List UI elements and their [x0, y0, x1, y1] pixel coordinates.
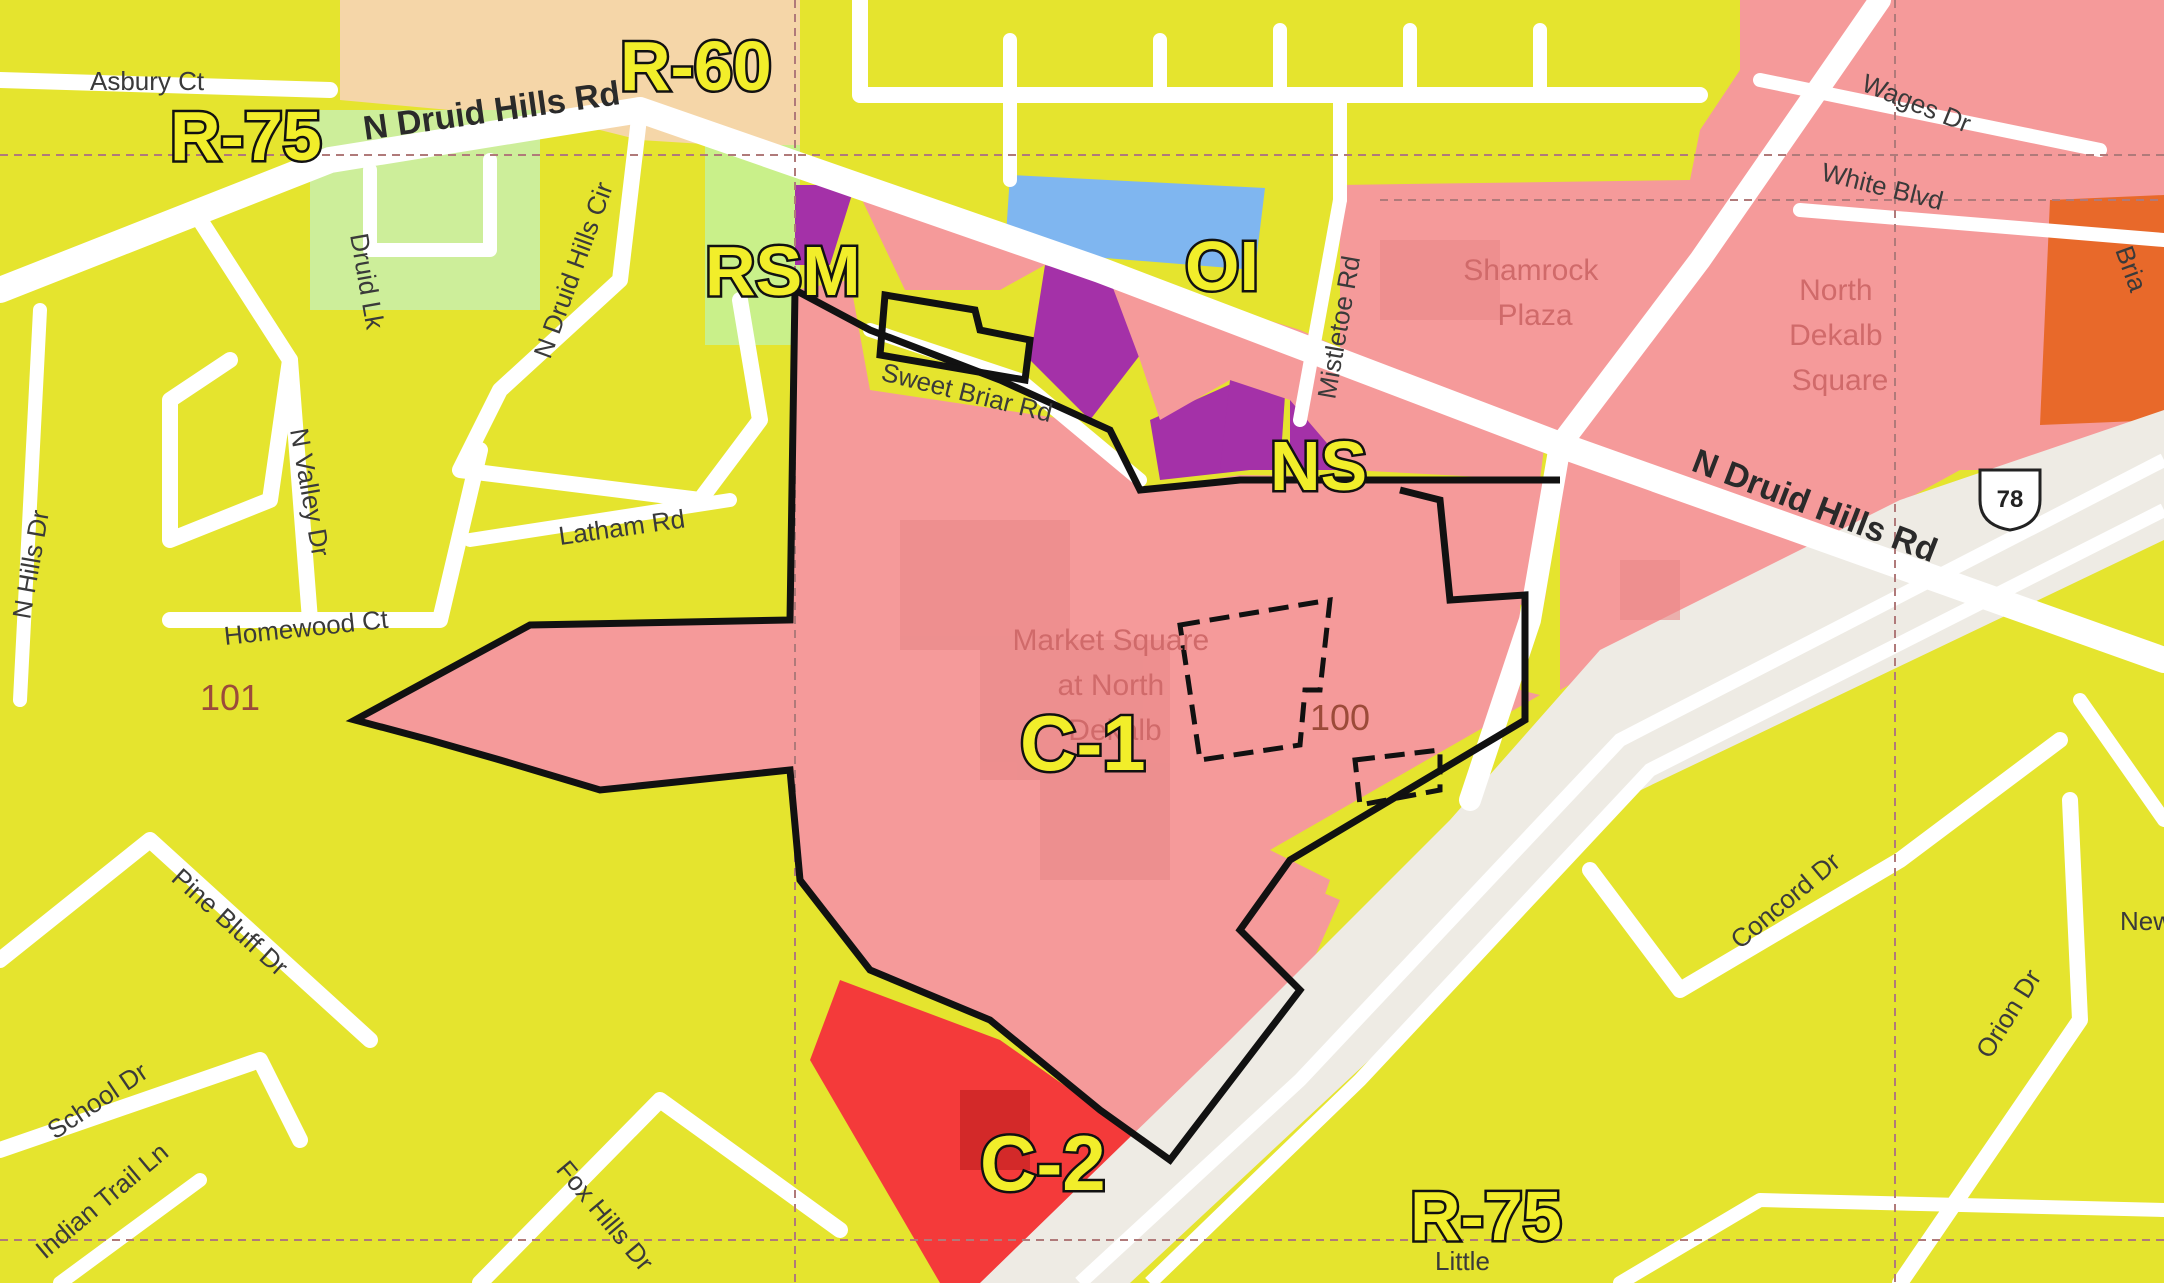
highway-lanes: [1075, 453, 2164, 1283]
druid-lk-road: [363, 153, 497, 257]
zone-label-r75-north: R-75: [170, 97, 322, 175]
n-hills-dr-road: [13, 303, 47, 707]
subject-property-boundary-west: [345, 289, 1529, 1165]
zone-label-oi: OI: [1185, 227, 1259, 305]
parcel-outline-north: [876, 290, 1034, 385]
north-dekalb-square-label: North Dekalb Square: [1789, 274, 1891, 397]
latham-rd-road: [463, 493, 737, 547]
pine-bluff-dr-road: [0, 832, 378, 1048]
us-78-highway-shield: 78: [1978, 468, 2042, 532]
zone-label-c2: C-2: [980, 1119, 1106, 1207]
new-label: New: [2120, 906, 2164, 936]
orion-dr-road: [1892, 792, 2088, 1283]
market-square-label: Market Square at North Dekalb: [1012, 624, 1217, 747]
north-local-roads: [852, 0, 1708, 103]
district-101-label: 101: [200, 677, 260, 718]
ns-parcel-5: [1220, 380, 1285, 470]
ns-parcel-1: [795, 185, 855, 265]
asbury-ct-label: Asbury Ct: [90, 66, 205, 96]
mistletoe-rd-road: [1293, 193, 1347, 427]
outparcel-dashed-2: [1352, 747, 1443, 808]
west-loop-road: [162, 212, 298, 548]
commercial-strip-north: [840, 185, 1545, 480]
new-road: [2073, 693, 2164, 827]
white-blvd-road: [1793, 203, 2164, 247]
n-druid-hills-rd: [0, 97, 2164, 673]
commercial-zone-northeast: [1340, 0, 2164, 690]
svg-text:78: 78: [1997, 486, 2024, 513]
district-100-label: 100: [1310, 697, 1370, 738]
fox-hills-dr-road: [472, 1092, 848, 1283]
building-footprints: [900, 240, 1680, 880]
ns-parcel-3: [1030, 265, 1140, 420]
zone-label-r60: R-60: [620, 27, 772, 105]
zone-label-r75-south: R-75: [1410, 1177, 1562, 1255]
wages-dr-road: [1753, 73, 2107, 157]
outparcel-dashed-1: [1177, 596, 1333, 763]
homewood-ct-road: [162, 442, 488, 628]
orange-zone: [2040, 195, 2164, 425]
little-road: [1613, 1193, 2164, 1283]
rsm-zone-area: [705, 145, 800, 345]
n-valley-dr-road: [282, 352, 318, 628]
shamrock-plaza-label: Shamrock Plaza: [1463, 254, 1606, 332]
concord-dr-road: [1582, 732, 2068, 998]
c2-buildings: [960, 1090, 1030, 1170]
indian-trail-ln-road: [53, 1173, 207, 1283]
school-dr-road: [0, 1052, 308, 1158]
little-label: Little: [1435, 1246, 1490, 1276]
zone-label-c1: C-1: [1020, 699, 1146, 787]
zone-label-rsm: RSM: [705, 232, 861, 310]
subject-property-boundary: [793, 286, 1560, 494]
n-druid-hills-cir-road: [452, 102, 768, 508]
asbury-ct-road: [0, 72, 338, 98]
zone-label-ns: NS: [1270, 427, 1367, 505]
